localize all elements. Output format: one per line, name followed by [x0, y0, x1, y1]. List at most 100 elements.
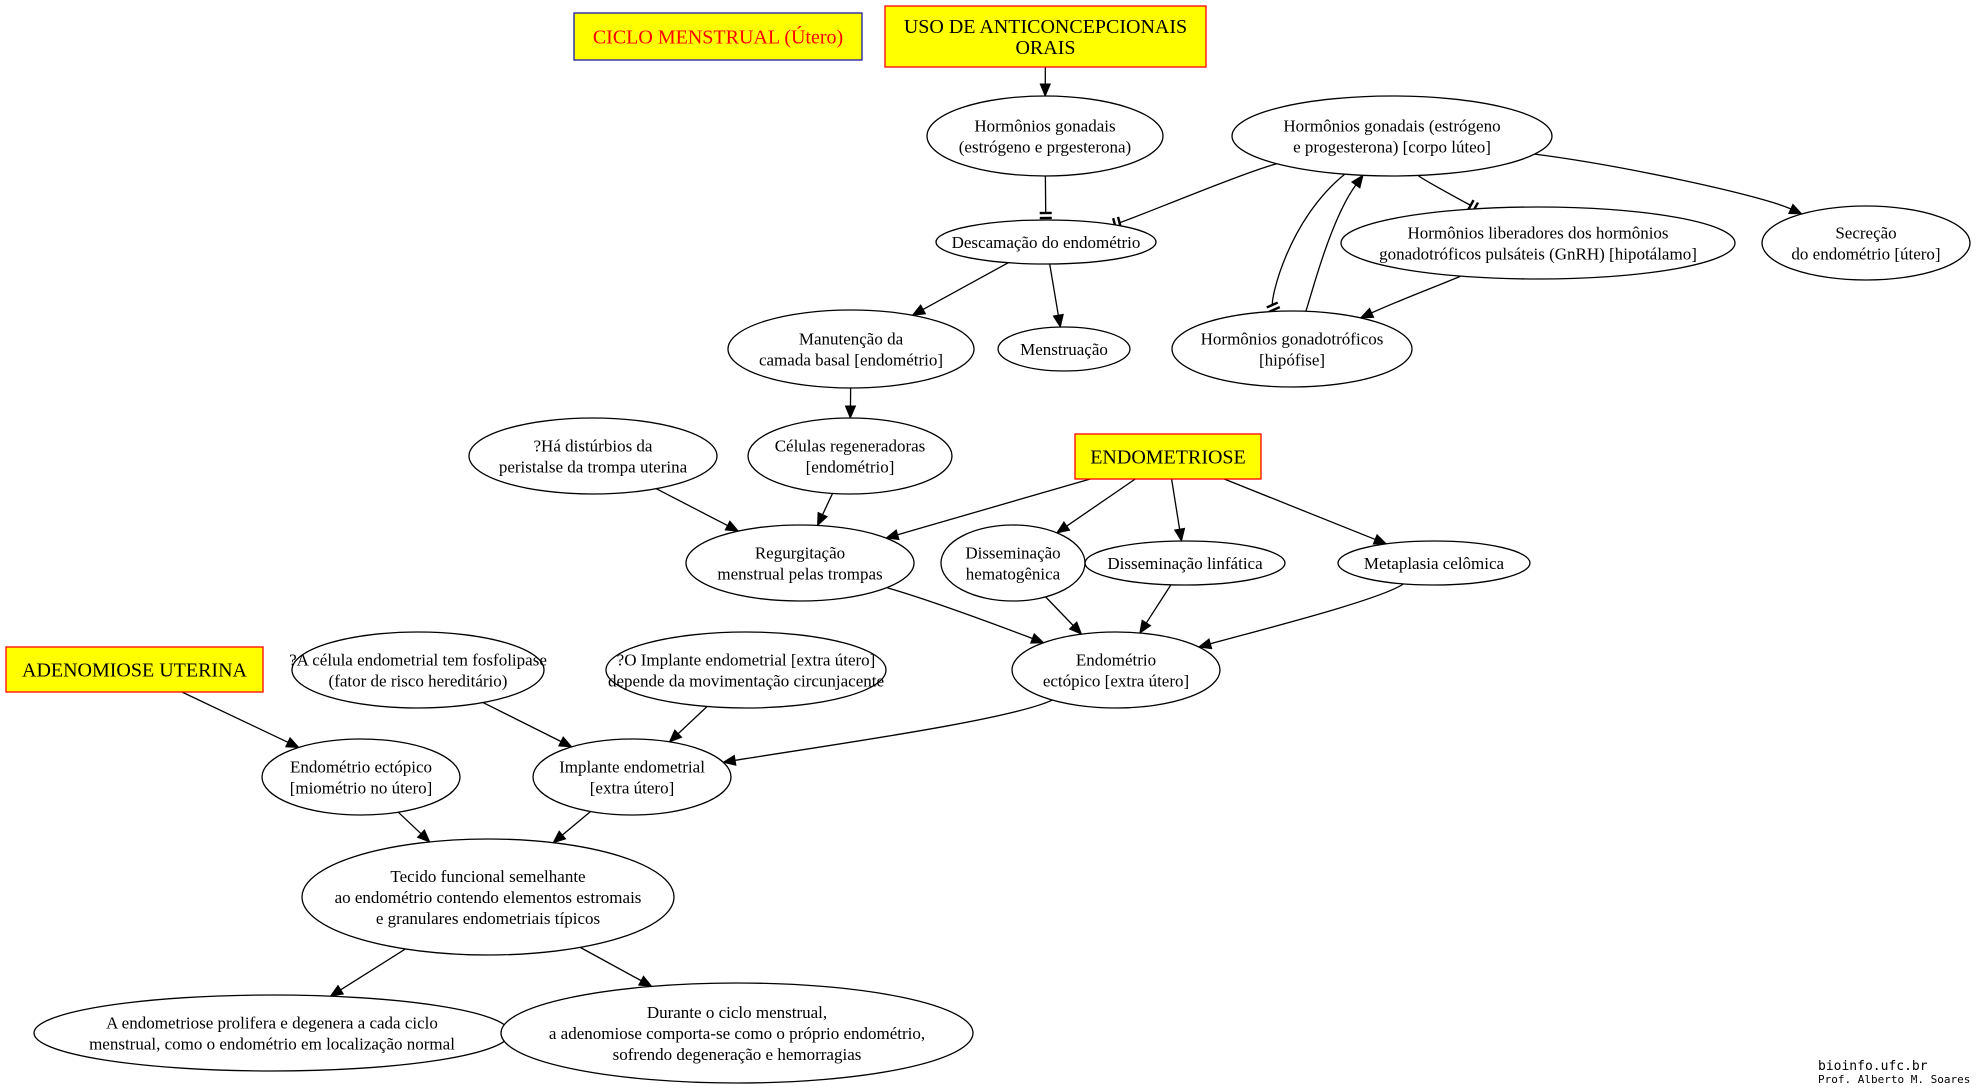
- node-ellipse: [747, 417, 953, 495]
- node-hg1: Hormônios gonadais (estrógeno e prgestero…: [926, 95, 1164, 177]
- node-ellipse: [261, 738, 461, 816]
- node-label: e granulares endometriais típicos: [376, 909, 600, 928]
- edge-endometriose-to-linfatica: [1170, 478, 1186, 543]
- heading-box: [573, 12, 863, 61]
- node-label: A endometriose prolifera e degenera a ca…: [106, 1014, 438, 1033]
- edge-endometriose-to-metaplasia: [1223, 478, 1388, 545]
- edge-line: [579, 946, 642, 982]
- edge-fosfolipase-to-implante: [482, 701, 573, 748]
- node-ellipse: [1171, 310, 1413, 388]
- node-tecido: Tecido funcional semelhante ao endométrio…: [301, 838, 675, 956]
- edge-line: [1049, 263, 1059, 316]
- heading-label: ENDOMETRIOSE: [1090, 447, 1246, 469]
- heading-label: ORAIS: [1015, 37, 1075, 59]
- node-label: Regurgitação: [755, 544, 845, 563]
- node-label: sofrendo degeneração e hemorragias: [613, 1045, 862, 1064]
- node-label: ?O Implante endometrial [extra útero]: [617, 651, 876, 670]
- edge-line: [734, 699, 1053, 761]
- node-gnrh: Hormônios liberadores dos hormônios gonad…: [1340, 206, 1736, 280]
- arrowhead: [1173, 527, 1186, 543]
- arrowhead: [844, 405, 857, 420]
- arrowhead: [1068, 621, 1083, 636]
- node-menstruacao: Menstruação: [997, 326, 1131, 372]
- edge-line: [886, 587, 1033, 640]
- node-ellipse: [500, 982, 974, 1084]
- node-label: Hormônios liberadores dos hormônios: [1407, 224, 1668, 243]
- node-ellipse: [685, 524, 915, 602]
- node-label: [hipófise]: [1259, 351, 1325, 370]
- edge-descamacao-to-manutencao: [911, 262, 1009, 316]
- edge-line: [397, 811, 422, 835]
- node-label: Disseminação linfática: [1107, 554, 1263, 573]
- node-label: (estrógeno e prgesterona): [959, 138, 1131, 157]
- edge-line: [1371, 275, 1461, 314]
- node-ellipse: [727, 309, 975, 389]
- heading-box: [5, 646, 264, 693]
- node-label: Implante endometrial: [559, 758, 705, 777]
- node-regurgitacao: Regurgitação menstrual pelas trompas: [685, 524, 915, 602]
- edge-endometriose-to-hematogenica: [1055, 478, 1136, 534]
- arrowhead: [911, 304, 927, 316]
- node-metaplasia: Metaplasia celômica: [1337, 540, 1531, 586]
- edge-line: [1305, 184, 1357, 312]
- edge-implante-to-tecido: [552, 811, 591, 844]
- node-ellipse: [1011, 631, 1221, 709]
- heading-label: USO DE ANTICONCEPCIONAIS: [904, 16, 1187, 38]
- arrowhead: [416, 829, 431, 843]
- heading-endometriose: ENDOMETRIOSE: [1074, 433, 1262, 480]
- node-label: Tecido funcional semelhante: [390, 867, 585, 886]
- edge-line: [655, 488, 728, 527]
- node-durante: Durante o ciclo menstrual,a adenomiose c…: [500, 982, 974, 1084]
- node-ellipse: [935, 219, 1157, 265]
- node-celulas: Células regeneradoras[endométrio]: [747, 417, 953, 495]
- edge-line: [181, 691, 289, 743]
- edge-celulas-to-regurgitacao: [816, 493, 834, 527]
- edge-line: [922, 262, 1009, 311]
- node-ellipse: [1231, 95, 1553, 177]
- node-label: Células regeneradoras: [775, 437, 926, 456]
- node-label: Hormônios gonadais: [974, 117, 1115, 136]
- arrowhead: [552, 830, 567, 844]
- arrowhead: [1372, 533, 1388, 545]
- edge-regurgitacao-to-ectopico_extra: [886, 587, 1045, 644]
- edge-line: [340, 948, 406, 991]
- node-ellipse: [1084, 540, 1286, 586]
- arrowhead: [557, 736, 573, 748]
- node-ellipse: [940, 524, 1086, 602]
- edge-hematogenica-to-ectopico_extra: [1045, 596, 1083, 636]
- heading-ciclo: CICLO MENSTRUAL (Útero): [573, 12, 863, 61]
- edges-layer: [181, 66, 1803, 997]
- node-label: Endométrio: [1076, 651, 1156, 670]
- node-label: Disseminação: [965, 544, 1060, 563]
- node-ellipse: [291, 631, 545, 709]
- heading-box: [884, 5, 1207, 68]
- nodes-layer: CICLO MENSTRUAL (Útero) USO DE ANTICONCEP…: [5, 5, 1971, 1084]
- arrowhead: [1197, 638, 1213, 650]
- arrowhead: [284, 736, 300, 749]
- node-label: gonadotróficos pulsáteis (GnRH) [hipotál…: [1379, 245, 1697, 264]
- edge-hg2-to-gnrh: [1417, 174, 1479, 214]
- edge-descamacao-to-menstruacao: [1049, 263, 1064, 329]
- edge-line: [1210, 583, 1404, 645]
- edge-line: [822, 493, 834, 515]
- edge-line: [1417, 174, 1472, 207]
- node-label: peristalse da trompa uterina: [499, 458, 688, 477]
- node-label: menstrual pelas trompas: [717, 565, 882, 584]
- node-label: menstrual, como o endométrio em localiza…: [89, 1035, 455, 1054]
- node-ellipse: [532, 738, 732, 816]
- heading-box: [1074, 433, 1262, 480]
- edge-tecido-to-durante: [579, 946, 653, 988]
- node-ellipse: [926, 95, 1164, 177]
- node-implante: Implante endometrial[extra útero]: [532, 738, 732, 816]
- arrowhead: [724, 520, 740, 532]
- edge-endometriose-to-regurgitacao: [884, 478, 1091, 541]
- edge-line: [1145, 584, 1172, 624]
- edge-line: [1066, 478, 1136, 527]
- arrowhead: [1039, 83, 1052, 98]
- edge-implante_dep-to-implante: [668, 706, 708, 743]
- edge-tecido-to-prolifera: [329, 948, 406, 997]
- node-label: ao endométrio contendo elementos estroma…: [335, 888, 642, 907]
